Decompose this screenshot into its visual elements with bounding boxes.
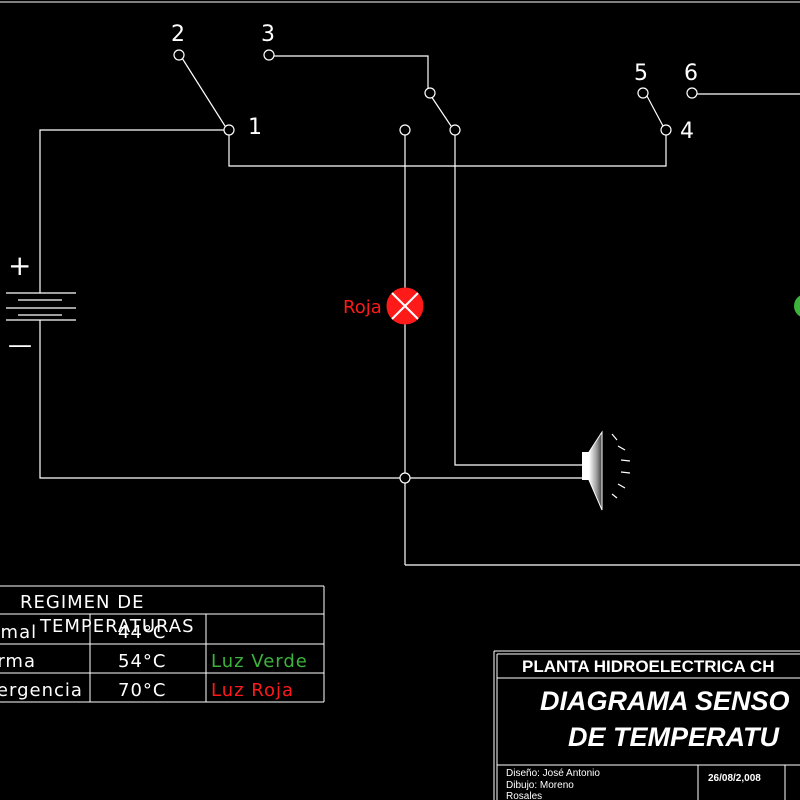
drawing-date: 26/08/2,008	[708, 773, 761, 784]
battery-minus-label: —	[8, 331, 32, 359]
table-header-line2: TEMPERATURAS	[39, 616, 195, 637]
horn-contact	[449, 124, 461, 136]
row-normal-state: Normal	[0, 622, 37, 643]
regimen-table: REGIMEN DE TEMPERATURAS Normal 44°C Alar…	[0, 592, 308, 701]
terminal-6-node	[686, 87, 698, 99]
horn-icon	[582, 430, 631, 511]
terminal-3-label: 3	[261, 22, 275, 47]
green-lamp-icon	[794, 295, 800, 317]
terminal-1-label: 1	[248, 115, 262, 140]
row-alarma-state: Alarma	[0, 651, 36, 672]
terminal-4-node	[660, 124, 672, 136]
battery-symbol	[6, 292, 76, 321]
junction-node	[399, 472, 411, 484]
row-emergencia-state: Emergencia	[0, 680, 83, 701]
red-lamp-icon	[386, 287, 424, 325]
row-emergencia-temp: 70°C	[118, 680, 166, 701]
row-alarma-temp: 54°C	[118, 651, 166, 672]
circuit-wires	[39, 55, 800, 566]
terminal-nodes	[173, 49, 698, 484]
terminal-5-node	[637, 87, 649, 99]
design-credit: Diseño: José Antonio	[506, 768, 600, 779]
terminal-2-label: 2	[171, 22, 185, 47]
terminal-3-node	[263, 49, 275, 61]
plant-name: PLANTA HIDROELECTRICA CH	[522, 657, 774, 676]
drawing-title-line1: DIAGRAMA SENSO	[540, 686, 790, 716]
terminal-labels: 2 3 1 5 6 4	[171, 22, 698, 144]
battery-plus-label: +	[8, 249, 31, 282]
lamp-contact	[399, 124, 411, 136]
designer-surname: Rosales	[506, 791, 542, 800]
row-alarma-light: Luz Verde	[211, 651, 308, 672]
drawing-title-line2: DE TEMPERATU	[568, 722, 781, 752]
regimen-table-grid	[0, 585, 325, 703]
terminal-1-node	[223, 124, 235, 136]
title-block-frame	[493, 650, 800, 800]
terminal-2-node	[173, 49, 185, 61]
drawn-credit: Dibujo: Moreno	[506, 780, 574, 791]
terminal-4-label: 4	[680, 119, 694, 144]
table-header-line1: REGIMEN DE	[20, 592, 144, 613]
red-lamp-label: Roja	[343, 297, 382, 318]
terminal-5-label: 5	[634, 61, 648, 86]
switch-3-contact	[424, 87, 436, 99]
terminal-6-label: 6	[684, 61, 698, 86]
row-normal-temp: 44°C	[118, 622, 166, 643]
row-emergencia-light: Luz Roja	[211, 680, 294, 701]
